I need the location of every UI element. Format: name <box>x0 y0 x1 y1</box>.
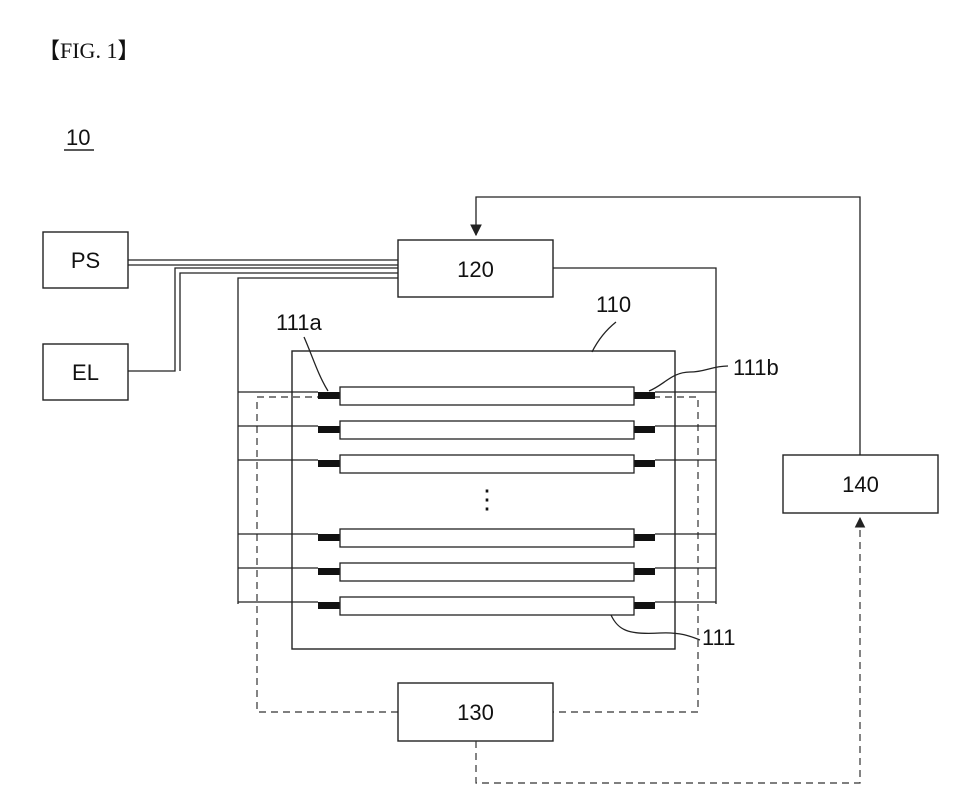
lamp-electrode-right <box>634 460 655 467</box>
system-reference-number: 10 <box>66 125 90 150</box>
el-to-120-wire <box>128 268 398 371</box>
lamp-tube <box>340 597 634 615</box>
lamp-electrode-right <box>634 602 655 609</box>
chamber-110-label: 110 <box>596 292 631 317</box>
lamp-tube <box>340 529 634 547</box>
lamp-tube <box>340 421 634 439</box>
lamp-row <box>238 421 716 439</box>
lamp-tube <box>340 387 634 405</box>
lamp-row <box>238 387 716 405</box>
lamp-electrode-right <box>634 568 655 575</box>
lamp-electrode-left <box>318 568 340 575</box>
lamp-electrode-left <box>318 426 340 433</box>
lamp-row <box>238 597 716 615</box>
lamp-electrode-right <box>634 392 655 399</box>
lamp-row <box>238 455 716 473</box>
controller-120-label: 120 <box>457 257 494 282</box>
power-supply-label: PS <box>71 248 100 273</box>
sensor-loop-dashed <box>257 397 698 712</box>
lamp-tube <box>340 455 634 473</box>
unit-130-label: 130 <box>457 700 494 725</box>
lamp-ellipsis: ⋮ <box>474 484 500 514</box>
lamp-leader <box>611 615 700 640</box>
electrode-left-label: 111a <box>276 310 322 335</box>
lamp-electrode-left <box>318 534 340 541</box>
el-label: EL <box>72 360 99 385</box>
electrode-right-label: 111b <box>733 355 779 380</box>
lamp-electrode-right <box>634 534 655 541</box>
feedback-line-140-to-120 <box>476 197 860 455</box>
figure-caption: 【FIG. 1】 <box>38 38 139 63</box>
lamp-electrode-left <box>318 602 340 609</box>
lamp-electrode-left <box>318 460 340 467</box>
unit-140-label: 140 <box>842 472 879 497</box>
lamp-label: 111 <box>702 625 735 650</box>
electrode-left-leader <box>304 337 328 391</box>
chamber-110-leader <box>592 322 616 352</box>
signal-130-to-140-dashed <box>476 518 860 783</box>
lamp-row <box>238 529 716 547</box>
lamp-row <box>238 563 716 581</box>
lamp-electrode-left <box>318 392 340 399</box>
lamp-tube <box>340 563 634 581</box>
lamp-electrode-right <box>634 426 655 433</box>
